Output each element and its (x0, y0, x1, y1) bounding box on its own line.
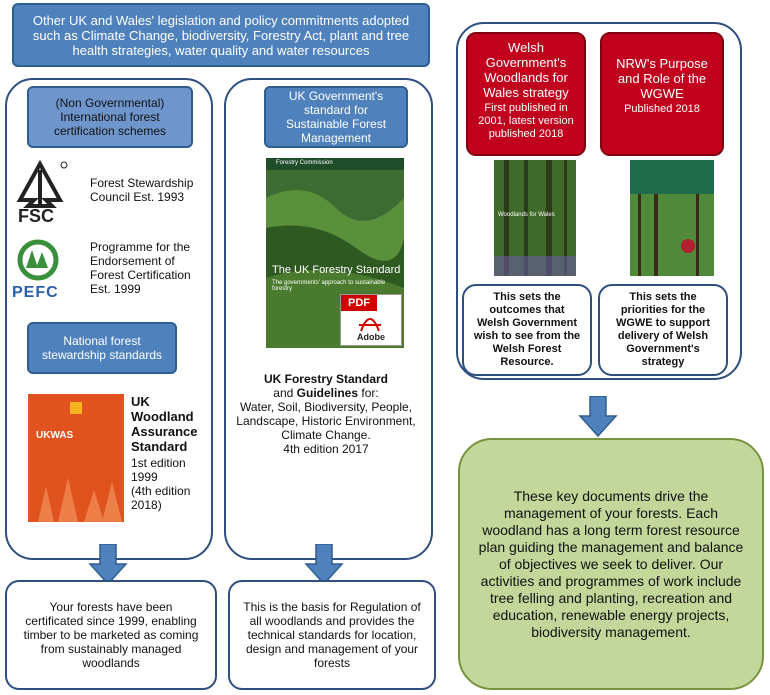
ukfs-desc-and: and (273, 386, 294, 400)
woodlands-for-wales-cover-image: Woodlands for Wales (494, 160, 576, 276)
ukwas-first-edition: 1st edition 1999 (131, 456, 186, 484)
fsc-description: Forest Stewardship Council Est. 1993 (90, 176, 194, 204)
pdf-label: PDF (341, 295, 377, 311)
ukfs-desc-list: Water, Soil, Biodiversity, People, Lands… (236, 400, 416, 442)
pefc-logo-text: PEFC (12, 284, 59, 301)
ukfs-cover-image: Forestry Commission The UK Forestry Stan… (266, 158, 404, 348)
ukfs-cover-title: The UK Forestry Standard (272, 264, 401, 276)
down-arrow-icon (304, 544, 344, 586)
ukfs-desc-edition: 4th edition 2017 (283, 442, 369, 456)
policy-banner: Other UK and Wales' legislation and poli… (12, 3, 430, 67)
key-documents-text: These key documents drive the management… (478, 487, 744, 640)
down-arrow-icon (88, 544, 128, 586)
policy-banner-text: Other UK and Wales' legislation and poli… (32, 12, 410, 58)
ukfs-description: UK Forestry Standard and Guidelines for:… (234, 372, 418, 456)
nrw-outcome-box: This sets the priorities for the WGWE to… (598, 284, 728, 376)
uk-standard-header: UK Government's standard for Sustainable… (264, 86, 408, 148)
nrw-purpose-title: NRW's Purpose and Role of the WGWE (616, 56, 708, 101)
national-standards-text: National forest stewardship standards (41, 334, 163, 362)
regulation-outcome-text: This is the basis for Regulation of all … (243, 600, 421, 670)
ukwas-cover-image: UKWAS (28, 394, 124, 522)
certification-header: (Non Governmental) International forest … (27, 86, 193, 148)
ukwas-title: UK Woodland Assurance Standard (131, 394, 198, 454)
certification-outcome-box: Your forests have been certificated sinc… (5, 580, 217, 690)
ukfs-desc-bold2: Guidelines (296, 386, 359, 400)
ukwas-fourth-edition: (4th edition 2018) (131, 484, 191, 512)
nrw-purpose-published: Published 2018 (624, 103, 700, 115)
fsc-logo: FSC (10, 159, 70, 226)
national-standards-header: National forest stewardship standards (27, 322, 177, 374)
down-arrow-icon (578, 396, 618, 438)
nrw-outcome-text: This sets the priorities for the WGWE to… (615, 291, 711, 368)
ukwas-cover-text: UKWAS (36, 430, 74, 441)
ukfs-cover-publisher: Forestry Commission (276, 160, 333, 166)
pefc-logo: PEFC (8, 238, 74, 304)
key-documents-summary: These key documents drive the management… (458, 438, 764, 690)
welsh-strategy-title: Welsh Government's Woodlands for Wales s… (483, 40, 569, 100)
uk-standard-header-text: UK Government's standard for Sustainable… (285, 89, 387, 145)
nrw-purpose-header: NRW's Purpose and Role of the WGWE Publi… (600, 32, 724, 156)
certification-outcome-text: Your forests have been certificated sinc… (23, 600, 199, 670)
ukfs-desc-bold1: UK Forestry Standard (263, 372, 389, 386)
adobe-label: Adobe (357, 332, 385, 342)
pdf-icon: PDF Adobe (340, 294, 402, 346)
fsc-logo-text: FSC (18, 206, 54, 226)
welsh-strategy-header: Welsh Government's Woodlands for Wales s… (466, 32, 586, 156)
regulation-outcome-box: This is the basis for Regulation of all … (228, 580, 436, 690)
pefc-description: Programme for the Endorsement of Forest … (90, 240, 191, 296)
woodlands-for-wales-cover-text: Woodlands for Wales (498, 212, 555, 218)
certification-header-text: (Non Governmental) International forest … (53, 96, 167, 138)
ukfs-cover-subtitle: The governments' approach to sustainable… (272, 280, 386, 292)
welsh-strategy-published: First published in 2001, latest version … (478, 102, 574, 140)
wgwe-cover-image (630, 160, 714, 276)
welsh-outcome-text: This sets the outcomes that Welsh Govern… (473, 291, 581, 368)
welsh-outcome-box: This sets the outcomes that Welsh Govern… (462, 284, 592, 376)
ukfs-desc-for: for: (358, 386, 379, 400)
